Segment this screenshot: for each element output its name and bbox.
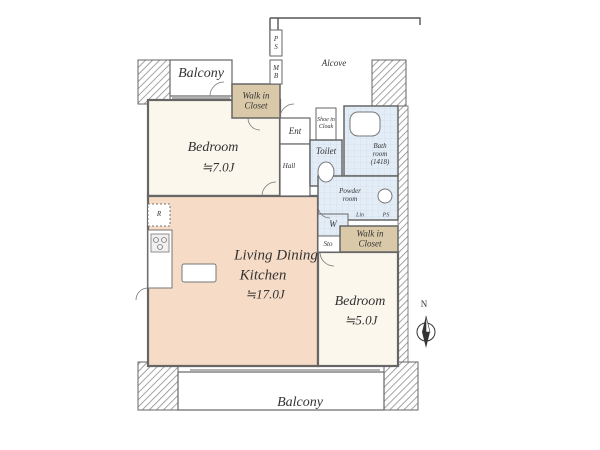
ldk-label-line2: Kitchen — [239, 267, 287, 284]
ldk-label-line1: Living Dining — [234, 247, 318, 264]
entrance-floor — [279, 117, 311, 145]
alcove-outline — [269, 17, 421, 55]
door-swings — [135, 81, 335, 301]
balcony-top-area — [169, 59, 233, 97]
hall-floor — [279, 143, 311, 197]
ps-shaft — [269, 29, 283, 57]
balcony-bottom-label: Balcony — [277, 394, 323, 410]
stove — [150, 233, 170, 253]
powder-room-label: Powder room — [339, 186, 361, 203]
lin-label: Lin — [355, 212, 365, 219]
compass-north-label: N — [420, 298, 428, 309]
kitchen-island — [181, 263, 217, 283]
walk-in-closet-top — [231, 83, 281, 119]
toilet-fixture — [317, 161, 335, 183]
bedroom-2-label: Bedroom — [334, 293, 386, 309]
balcony-top-label: Balcony — [178, 65, 224, 81]
walk-in-closet-right-label: Walk in Closet — [356, 228, 384, 249]
hall-label: Hall — [282, 161, 296, 170]
washbasin — [377, 188, 393, 204]
ldk-area: ≒17.0J — [245, 286, 285, 302]
refrigerator-space — [147, 203, 171, 227]
ldk-floor — [146, 194, 320, 368]
storage-label: Sto — [323, 239, 333, 248]
alcove-label: Alcove — [321, 57, 347, 68]
north-arrow-icon — [416, 315, 436, 348]
ps-small-label: PS — [382, 212, 390, 219]
mb-label: MB — [272, 64, 281, 80]
ent-label: Ent — [288, 125, 302, 136]
balcony-bottom-area — [177, 371, 385, 411]
refrigerator-label: R — [156, 209, 162, 218]
walk-in-closet-right — [339, 225, 399, 253]
wash-label: W — [329, 218, 337, 229]
walk-in-closet-top-label: Walk in Closet — [242, 90, 270, 111]
mb-shaft — [269, 59, 283, 85]
toilet-label: Toilet — [315, 145, 337, 156]
bedroom-2-area: ≒5.0J — [344, 312, 378, 328]
bedroom-2-floor — [316, 250, 400, 368]
bath-room-label: Bath room (1418) — [370, 141, 390, 167]
window-sashes — [172, 97, 380, 371]
bedroom-1-label: Bedroom — [187, 139, 239, 155]
bathtub — [349, 111, 381, 137]
ps-label: PS — [272, 35, 281, 51]
bedroom-1-area: ≒7.0J — [201, 159, 235, 175]
shoe-cloak-label: Shoe in Cloak — [317, 117, 335, 130]
